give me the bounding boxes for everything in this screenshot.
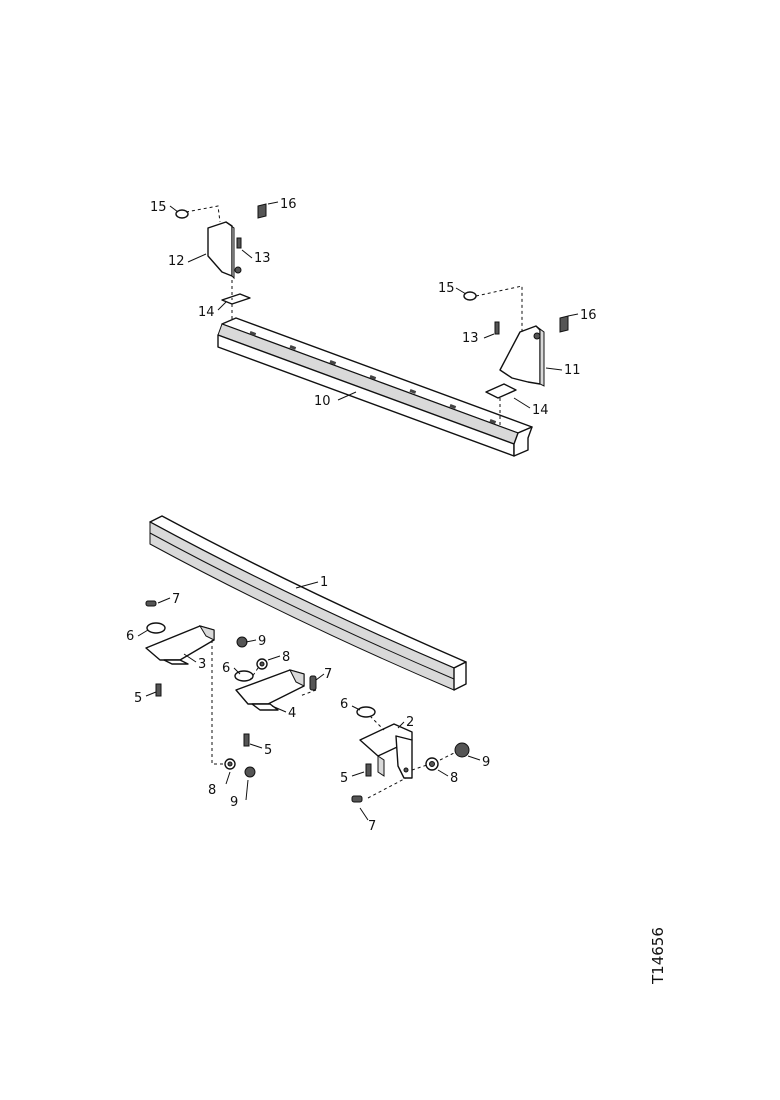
plate-6-left bbox=[146, 622, 166, 634]
washer-8-middle bbox=[256, 658, 268, 670]
callout-16-top: 16 bbox=[280, 197, 297, 212]
callout-10: 10 bbox=[314, 394, 331, 409]
nut-9-lower bbox=[244, 766, 256, 778]
nut-16-right bbox=[559, 315, 569, 333]
top-right-assembly-line bbox=[475, 285, 523, 426]
callout-11: 11 bbox=[564, 363, 581, 378]
figure-number: T14656 bbox=[649, 927, 667, 985]
callout-12: 12 bbox=[168, 254, 185, 269]
callout-4: 4 bbox=[288, 706, 296, 721]
bolt-7-middle bbox=[309, 675, 317, 691]
callout-14-top: 14 bbox=[198, 305, 215, 320]
bolt-7-right bbox=[351, 795, 363, 803]
bolt-5-left bbox=[155, 683, 162, 697]
callout-15-right: 15 bbox=[438, 281, 455, 296]
callout-6-right: 6 bbox=[340, 697, 348, 712]
bracket-11 bbox=[499, 325, 545, 387]
bolt-7-left bbox=[145, 600, 157, 607]
bolt-13-top bbox=[236, 237, 242, 249]
bolt-5-middle bbox=[243, 733, 250, 747]
callout-8-middle: 8 bbox=[282, 650, 290, 665]
washer-8-right bbox=[425, 757, 439, 771]
callout-9-lower: 9 bbox=[230, 795, 238, 810]
bracket-2 bbox=[359, 723, 413, 779]
callout-9-middle: 9 bbox=[258, 634, 266, 649]
callout-13-top: 13 bbox=[254, 251, 271, 266]
callout-8-lower: 8 bbox=[208, 783, 216, 798]
bolt-5-right bbox=[365, 763, 372, 777]
bumper-beam-1 bbox=[149, 515, 467, 691]
channel-rail-10 bbox=[217, 317, 533, 457]
callout-14-right: 14 bbox=[532, 403, 549, 418]
washer-15-right bbox=[463, 291, 477, 301]
callout-13-right: 13 bbox=[462, 331, 479, 346]
plate-14-top bbox=[221, 293, 251, 305]
callout-5-right: 5 bbox=[340, 771, 348, 786]
bracket-12 bbox=[207, 221, 242, 280]
bracket-4 bbox=[235, 669, 305, 711]
lower-leader-lines bbox=[137, 581, 481, 821]
nut-9-right bbox=[454, 742, 470, 758]
callout-8-right: 8 bbox=[450, 771, 458, 786]
callout-7-middle: 7 bbox=[324, 667, 332, 682]
callout-7-right: 7 bbox=[368, 819, 376, 834]
lower-assembly-lines bbox=[211, 640, 457, 799]
plate-14-right bbox=[485, 383, 517, 399]
callout-2: 2 bbox=[406, 715, 414, 730]
callout-6-left: 6 bbox=[126, 629, 134, 644]
nut-9-middle bbox=[236, 636, 248, 648]
callout-5-left: 5 bbox=[134, 691, 142, 706]
washer-15-top bbox=[175, 209, 189, 219]
washer-8-lower bbox=[224, 758, 236, 770]
callout-16-right: 16 bbox=[580, 308, 597, 323]
callout-15-top: 15 bbox=[150, 200, 167, 215]
callout-5-middle: 5 bbox=[264, 743, 272, 758]
callout-6-middle: 6 bbox=[222, 661, 230, 676]
callout-9-right: 9 bbox=[482, 755, 490, 770]
bracket-3 bbox=[145, 625, 215, 665]
callout-3: 3 bbox=[198, 657, 206, 672]
bolt-13-right bbox=[494, 321, 500, 335]
callout-1: 1 bbox=[320, 575, 328, 590]
callout-7-left: 7 bbox=[172, 592, 180, 607]
top-left-assembly-line bbox=[185, 205, 233, 322]
plate-6-right bbox=[356, 706, 376, 718]
nut-16-top bbox=[257, 203, 267, 219]
upper-leader-lines bbox=[169, 201, 579, 409]
